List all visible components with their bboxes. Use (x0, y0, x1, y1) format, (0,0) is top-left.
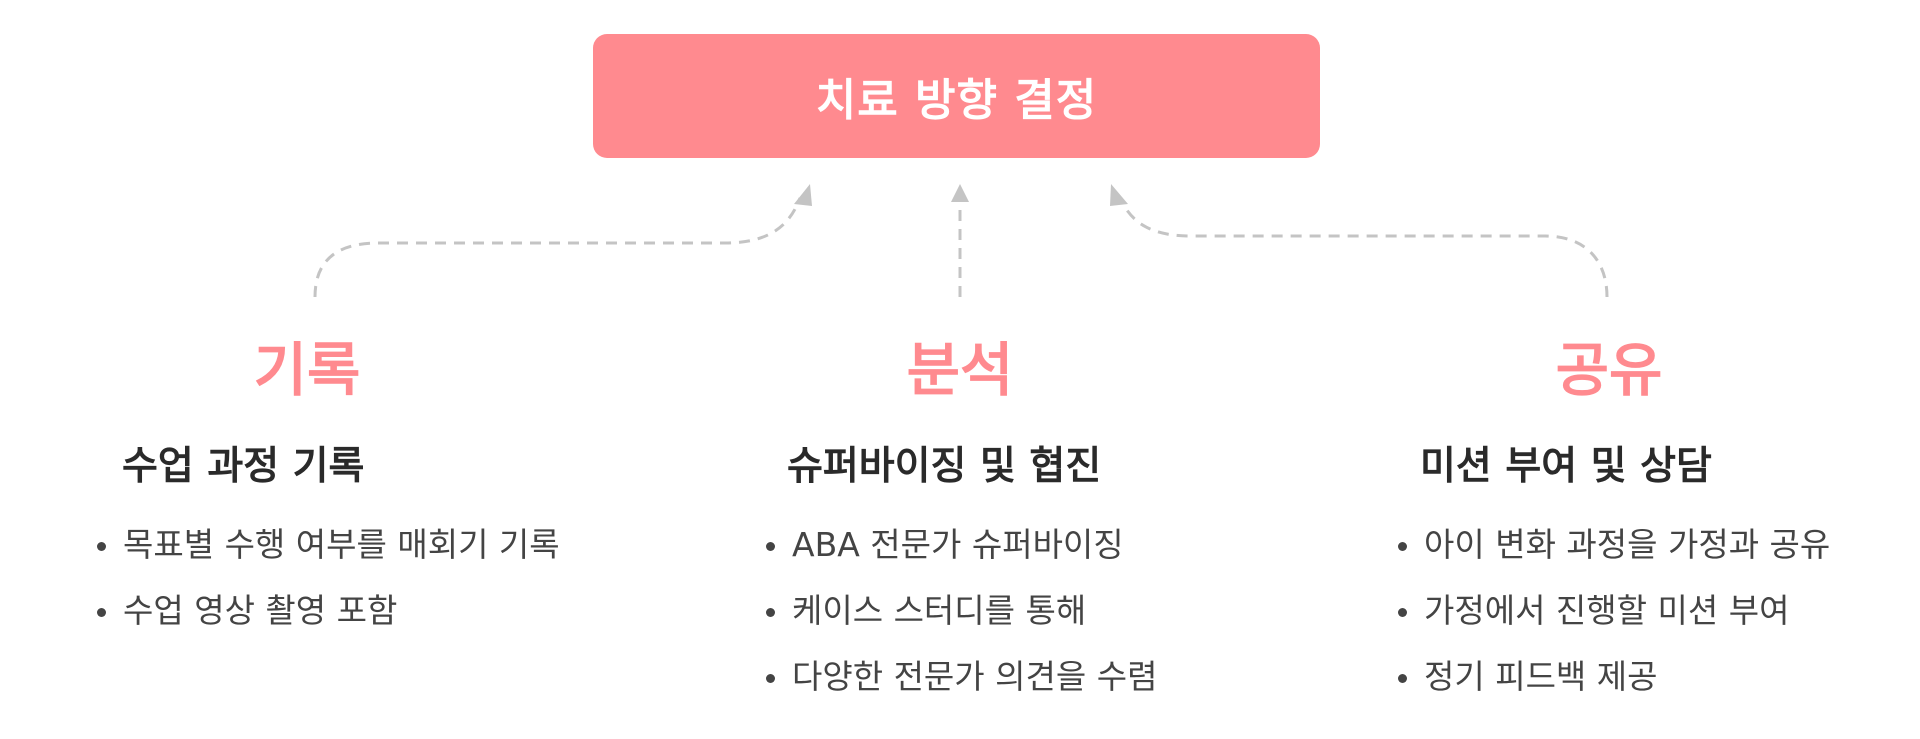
list-item: 케이스 스터디를 통해 (766, 586, 1157, 652)
arrowhead-left (794, 184, 812, 206)
connector-left (313, 197, 802, 298)
column-heading: 기록 (253, 336, 361, 404)
arrowhead-right (1110, 184, 1128, 206)
bullet-list: ABA 전문가 슈퍼바이징 케이스 스터디를 통해 다양한 전문가 의견을 수렴 (766, 520, 1157, 718)
column-subtitle: 수업 과정 기록 (122, 444, 365, 489)
column-subtitle: 미션 부여 및 상담 (1420, 444, 1712, 489)
list-item: 목표별 수행 여부를 매회기 기록 (97, 520, 560, 586)
list-item: 정기 피드백 제공 (1398, 652, 1830, 718)
column-subtitle: 슈퍼바이징 및 협진 (787, 444, 1102, 489)
bullet-list: 아이 변화 과정을 가정과 공유 가정에서 진행할 미션 부여 정기 피드백 제… (1398, 520, 1830, 718)
list-item: 다양한 전문가 의견을 수렴 (766, 652, 1157, 718)
column-heading: 공유 (1555, 336, 1663, 404)
decision-title: 치료 방향 결정 (815, 75, 1098, 126)
arrowhead-center (951, 184, 969, 202)
decision-box: 치료 방향 결정 (593, 34, 1320, 158)
connector-right (1118, 197, 1609, 298)
list-item: 가정에서 진행할 미션 부여 (1398, 586, 1830, 652)
column-heading: 분석 (906, 336, 1014, 404)
list-item: 아이 변화 과정을 가정과 공유 (1398, 520, 1830, 586)
bullet-list: 목표별 수행 여부를 매회기 기록 수업 영상 촬영 포함 (97, 520, 560, 652)
list-item: 수업 영상 촬영 포함 (97, 586, 560, 652)
list-item: ABA 전문가 슈퍼바이징 (766, 520, 1157, 586)
